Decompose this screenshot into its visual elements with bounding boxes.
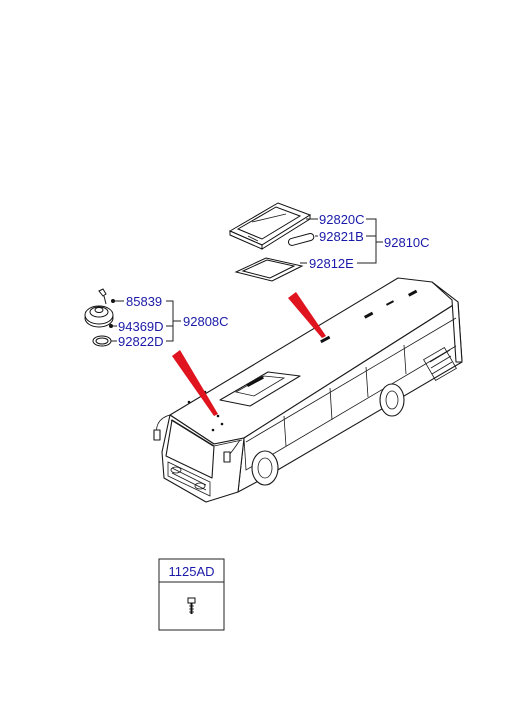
bus-illustration [153,277,463,503]
lamp-base-part[interactable] [84,305,114,328]
label-92808C[interactable]: 92808C [183,314,229,329]
lamp-housing-part[interactable] [228,202,312,250]
screw-part[interactable] [98,288,115,305]
label-94369D[interactable]: 94369D [118,319,164,334]
lamp-lens-part[interactable] [234,257,304,282]
label-85839[interactable]: 85839 [126,294,162,309]
label-92822D[interactable]: 92822D [118,334,164,349]
room-lamp-assembly [228,202,383,282]
bolt-icon [187,597,196,614]
label-1125AD[interactable]: 1125AD [168,564,214,579]
location-arrow-front [172,350,218,416]
bulb-part[interactable] [287,233,315,246]
location-arrow-roof [288,292,326,338]
label-92812E[interactable]: 92812E [309,256,354,271]
clip-part[interactable] [109,324,113,328]
label-92820C[interactable]: 92820C [319,212,365,227]
fastener-legend-box: 1125AD [158,558,225,631]
map-lamp-assembly [84,288,181,347]
label-92810C[interactable]: 92810C [384,235,430,250]
label-92821B[interactable]: 92821B [319,229,364,244]
